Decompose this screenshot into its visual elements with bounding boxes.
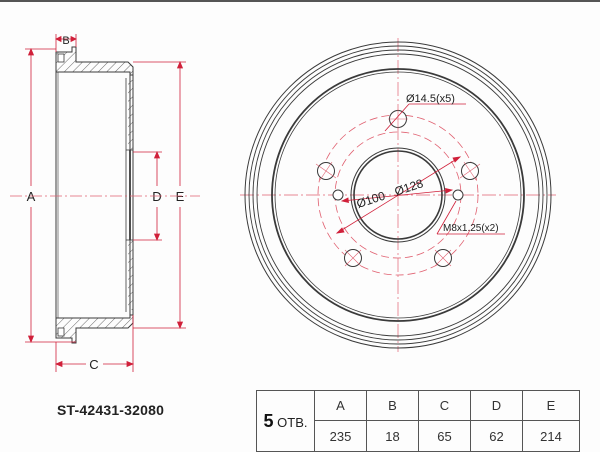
value-a: 235	[314, 420, 367, 452]
front-view: Ø14.5(x5) Ø100 Ø128 M8x1.25(x2)	[240, 38, 556, 352]
value-c: 65	[418, 420, 471, 452]
spec-value-row: 235 18 65 62 214	[257, 420, 580, 452]
dim-label-e: E	[176, 189, 185, 204]
thread-label: M8x1.25(x2)	[443, 223, 499, 234]
header-d: D	[470, 390, 523, 421]
part-number: ST-42431-32080	[57, 402, 165, 418]
value-b: 18	[366, 420, 419, 452]
holes-unit: ОТВ.	[277, 414, 308, 430]
dim-label-a: A	[27, 189, 36, 204]
bolt-hole-label: Ø14.5(x5)	[406, 93, 455, 105]
dim-label-d: D	[152, 189, 161, 204]
header-e: E	[522, 390, 580, 421]
side-view: B A E D	[10, 34, 200, 372]
header-a: A	[314, 390, 367, 421]
brake-drum-drawing: B A E D	[10, 34, 556, 372]
spec-table: 5 ОТВ. A B C D E 235 18 65 62 214	[256, 390, 580, 452]
threaded-holes	[332, 189, 464, 201]
header-b: B	[366, 390, 419, 421]
value-d: 62	[470, 420, 523, 452]
spec-header-row: 5 ОТВ. A B C D E	[256, 390, 580, 452]
dim-label-c: C	[89, 357, 98, 372]
holes-count-cell: 5 ОТВ.	[256, 390, 315, 452]
center-bore-label: Ø100	[355, 188, 388, 210]
top-border	[0, 0, 600, 2]
value-e: 214	[522, 420, 580, 452]
header-c: C	[418, 390, 471, 421]
holes-count: 5	[263, 410, 274, 431]
dim-label-b: B	[62, 35, 69, 47]
